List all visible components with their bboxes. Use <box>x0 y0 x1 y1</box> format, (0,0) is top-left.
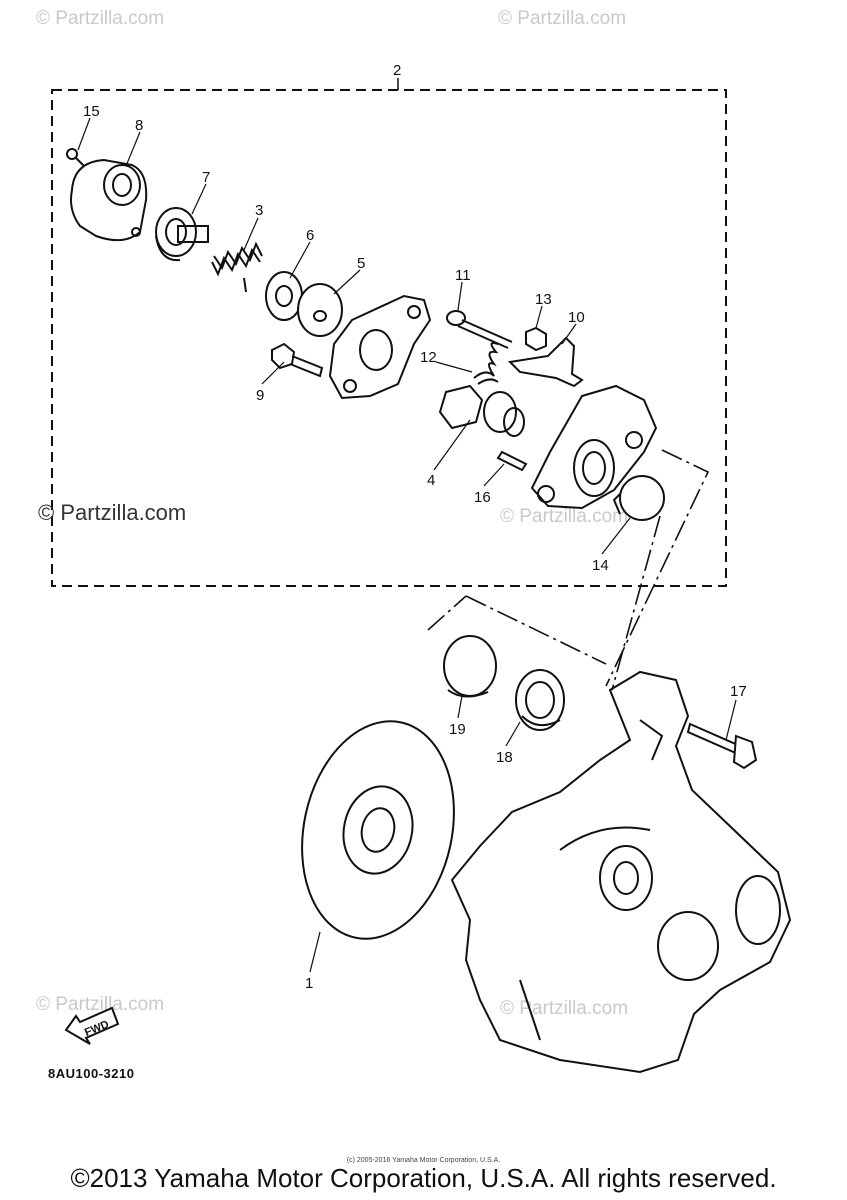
part-15-screw <box>66 148 85 167</box>
callout-6: 6 <box>306 227 314 244</box>
callout-7: 7 <box>202 169 210 186</box>
part-6-plate <box>265 271 303 321</box>
callout-13: 13 <box>535 291 552 308</box>
part-19-plug <box>443 635 497 698</box>
part-10-lever <box>507 336 584 388</box>
part-13-nut <box>525 326 547 352</box>
part-14-plug <box>612 475 665 521</box>
part-16-pin <box>496 450 528 472</box>
engine-crankcase-outline <box>450 670 792 1074</box>
part-5-washer <box>297 283 343 337</box>
part-3-spring <box>211 241 263 293</box>
part-8-cover <box>70 158 148 242</box>
callout-16: 16 <box>474 489 491 506</box>
watermark-bottom-left: © Partzilla.com <box>36 994 165 1015</box>
watermark-mid-left: © Partzilla.com <box>38 500 187 525</box>
watermark-mid-center: © Partzilla.com <box>500 506 629 527</box>
part-11-screw <box>446 310 513 349</box>
callout-4: 4 <box>427 472 435 489</box>
callout-2: 2 <box>393 62 401 79</box>
small-copyright: (c) 2005-2016 Yamaha Motor Corporation, … <box>346 1157 501 1164</box>
assembly-2-dashed-box <box>51 89 727 587</box>
part-12-spring <box>473 342 499 385</box>
callout-5: 5 <box>357 255 365 272</box>
callout-3: 3 <box>255 202 263 219</box>
callout-11: 11 <box>455 267 471 284</box>
part-17-bolt <box>686 722 758 770</box>
part-4-drive-shaft <box>438 384 525 437</box>
fwd-arrow-icon <box>64 1006 120 1045</box>
callout-10: 10 <box>568 309 585 326</box>
pump-housing-plate <box>328 294 432 400</box>
callout-12: 12 <box>420 349 437 366</box>
callout-14: 14 <box>592 557 609 574</box>
callout-1: 1 <box>305 975 313 992</box>
callout-18: 18 <box>496 749 513 766</box>
part-1-cover-plate <box>301 720 455 940</box>
callout-17: 17 <box>730 683 747 700</box>
callout-19: 19 <box>449 721 466 738</box>
part-9-bolt <box>271 342 324 378</box>
part-7-gear-shaft <box>155 207 209 262</box>
watermark-top-left: © Partzilla.com <box>36 8 165 29</box>
footer-copyright: ©2013 Yamaha Motor Corporation, U.S.A. A… <box>70 1163 777 1193</box>
callout-15: 15 <box>83 103 100 120</box>
callout-8: 8 <box>135 117 143 134</box>
part-number-label: 8AU100-3210 <box>48 1066 135 1081</box>
part-18-oil-seal <box>515 669 565 731</box>
pump-housing-body <box>530 384 658 510</box>
watermark-top-right: © Partzilla.com <box>498 8 627 29</box>
callout-9: 9 <box>256 387 264 404</box>
